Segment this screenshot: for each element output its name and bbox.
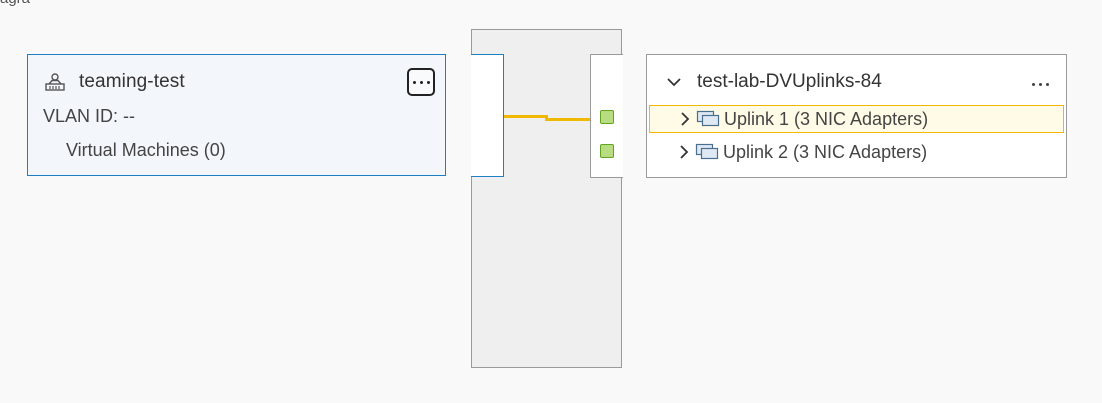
uplink-row-2[interactable]: Uplink 2 (3 NIC Adapters) xyxy=(649,138,1064,166)
connection-line xyxy=(545,115,548,121)
uplink-port-2[interactable] xyxy=(600,144,614,158)
portgroup-more-options-icon[interactable] xyxy=(407,68,435,96)
portgroup-header: teaming-test xyxy=(44,71,185,93)
uplinks-header: test-lab-DVUplinks-84 xyxy=(665,71,882,93)
nic-adapters-icon xyxy=(695,142,719,162)
chevron-right-icon[interactable] xyxy=(675,143,693,161)
portgroup-title[interactable]: teaming-test xyxy=(79,71,185,92)
uplinks-card[interactable]: test-lab-DVUplinks-84 Uplink 1 (3 NIC Ad… xyxy=(646,54,1067,178)
vlan-id-label: VLAN ID: -- xyxy=(43,106,136,126)
uplink-label: Uplink 1 (3 NIC Adapters) xyxy=(724,108,929,129)
portgroup-stub xyxy=(471,54,504,177)
chevron-right-icon[interactable] xyxy=(676,110,694,128)
uplinks-title[interactable]: test-lab-DVUplinks-84 xyxy=(697,71,882,92)
nic-adapters-icon xyxy=(696,109,720,129)
uplink-port-1[interactable] xyxy=(600,110,614,124)
portgroup-icon xyxy=(44,71,66,93)
uplinks-more-options-icon[interactable] xyxy=(1025,75,1055,93)
connection-line xyxy=(545,118,590,121)
connection-line xyxy=(504,115,546,118)
uplink-row-1[interactable]: Uplink 1 (3 NIC Adapters) xyxy=(649,105,1064,133)
uplink-label: Uplink 2 (3 NIC Adapters) xyxy=(723,141,928,162)
portgroup-card[interactable]: teaming-test VLAN ID: -- Virtual Machine… xyxy=(27,54,446,176)
virtual-machines-link[interactable]: Virtual Machines (0) xyxy=(66,140,226,160)
chevron-down-icon[interactable] xyxy=(665,73,683,91)
top-label-fragment: agra xyxy=(0,0,30,7)
